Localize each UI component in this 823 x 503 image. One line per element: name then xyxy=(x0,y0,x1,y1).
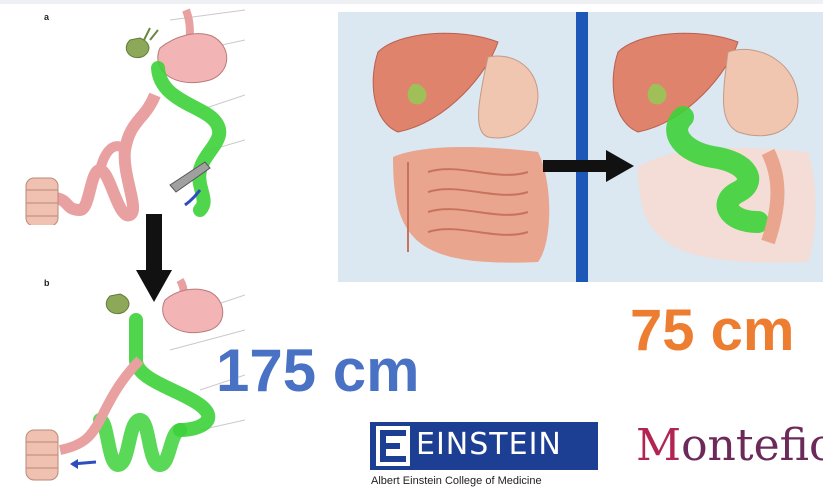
einstein-wordmark: EINSTEIN xyxy=(416,427,562,462)
diagram-b: b xyxy=(0,270,245,498)
montefiore-initial: M xyxy=(636,420,681,471)
left-limb-length: 175 cm xyxy=(216,336,420,405)
panel-b-label: b xyxy=(44,278,50,288)
bypass-illustration-a xyxy=(0,0,245,225)
montefiore-wordmark: ontefio xyxy=(681,420,823,471)
anatomy-illustration xyxy=(338,12,823,282)
einstein-subtitle: Albert Einstein College of Medicine xyxy=(371,475,542,487)
right-limb-length: 75 cm xyxy=(630,297,794,364)
montefiore-logo: Montefio xyxy=(636,420,823,471)
before-after-anatomy xyxy=(338,12,823,282)
panel-a-label: a xyxy=(44,12,49,22)
bypass-illustration-b xyxy=(0,270,245,498)
einstein-emblem-icon xyxy=(376,426,410,466)
diagram-a: a xyxy=(0,0,245,225)
einstein-logo: EINSTEIN xyxy=(370,422,598,470)
